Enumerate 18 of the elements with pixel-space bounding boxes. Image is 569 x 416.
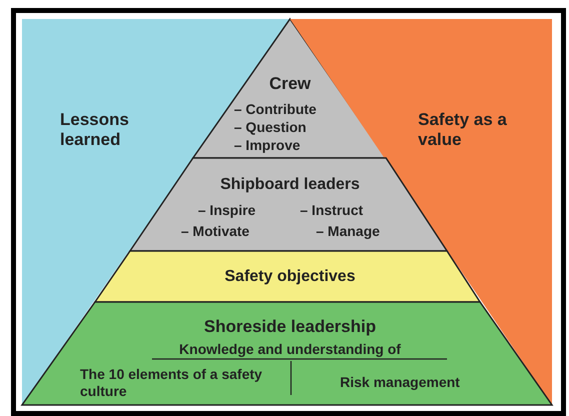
tier-text: – Inspire xyxy=(198,202,257,219)
pyramid-tier xyxy=(130,158,447,251)
tier-heading: Crew xyxy=(268,74,312,94)
tier-text: Risk management xyxy=(340,374,461,391)
tier-heading: Safety as a value xyxy=(418,110,508,151)
tier-text: – Improve xyxy=(234,137,302,154)
tier-text: – Manage xyxy=(316,223,381,240)
tier-heading: Shoreside leadership xyxy=(203,317,377,338)
tier-text: The 10 elements of a safety culture xyxy=(80,366,264,400)
tier-text: – Question xyxy=(234,119,308,136)
pyramid-tier xyxy=(22,302,552,405)
tier-text: – Motivate xyxy=(181,223,250,240)
tier-text: – Contribute xyxy=(234,101,318,118)
tier-heading: Safety objectives xyxy=(224,267,356,286)
tier-heading: Lessons learned xyxy=(60,110,130,151)
tier-text: Knowledge and understanding of xyxy=(178,341,402,358)
tier-text: – Instruct xyxy=(300,202,364,219)
tier-heading: Shipboard leaders xyxy=(219,175,361,194)
